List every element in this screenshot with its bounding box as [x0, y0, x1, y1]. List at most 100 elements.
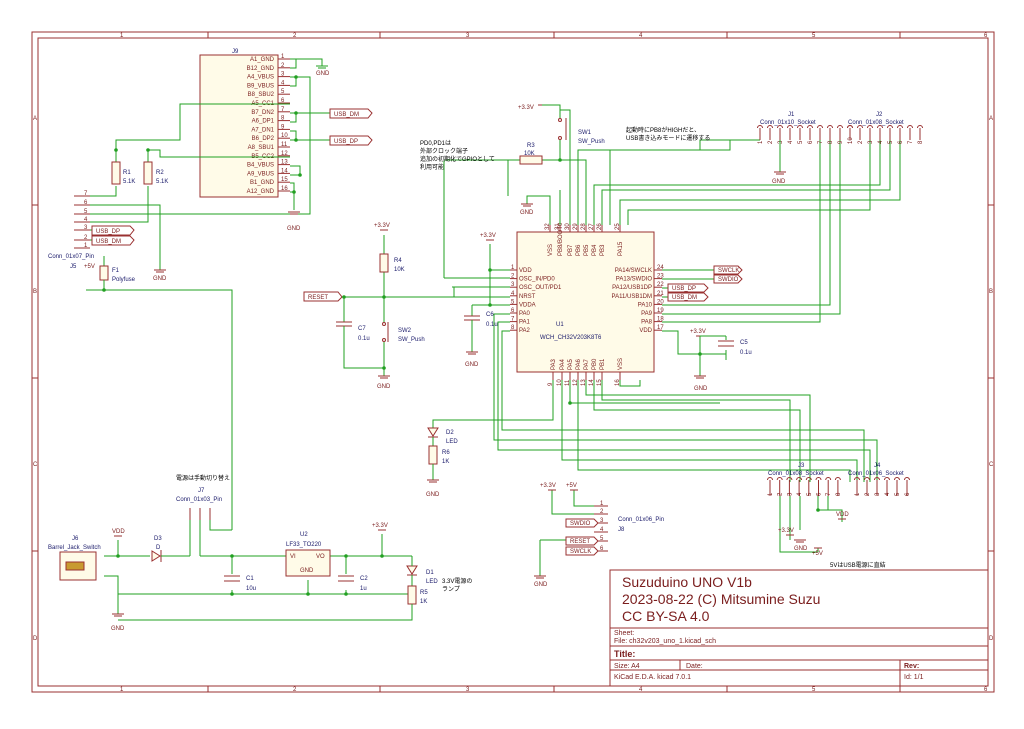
u1-body	[516, 231, 655, 373]
u1-left-pin-name: PA2	[519, 328, 531, 334]
j3-socket-mark	[815, 477, 822, 481]
svg-text:USB_DM: USB_DM	[672, 295, 697, 301]
j9-pin-name: B4_VBUS	[247, 163, 274, 169]
svg-text:C1: C1	[246, 576, 254, 582]
j5-pin-number: 4	[84, 217, 88, 223]
row-label: D	[989, 636, 994, 642]
svg-text:Conn_01x07_Pin: Conn_01x07_Pin	[48, 254, 94, 260]
svg-text:GND: GND	[534, 582, 548, 588]
j9-pin-number: 14	[281, 168, 288, 174]
u1-bottom-pin-name: VSS	[618, 358, 624, 370]
inner-frame	[37, 37, 989, 687]
note-boot: 起動時にPB8がHIGHだと、 USB書き込みモードに遷移する	[626, 126, 710, 142]
svg-text:SW_Push: SW_Push	[398, 337, 425, 343]
u1-right-pin-number: 24	[657, 265, 664, 271]
resistor-r1: R1 5.1K	[111, 161, 135, 185]
svg-text:LED: LED	[446, 439, 458, 445]
svg-text:VO: VO	[316, 554, 325, 560]
svg-text:LED: LED	[426, 579, 438, 585]
j1-pin-number: 3	[778, 140, 784, 144]
gnd-u1-right: GND	[694, 375, 708, 392]
j1-socket-mark	[837, 125, 843, 129]
main-power-rail	[200, 534, 412, 596]
date-label: Date:	[686, 663, 703, 670]
svg-text:VI: VI	[290, 554, 296, 560]
size-label: Size: A4	[614, 663, 640, 670]
u1-right-pin-number: 19	[657, 308, 664, 314]
j9-pin-number: 12	[281, 151, 288, 157]
svg-text:VDD: VDD	[112, 529, 125, 535]
j2-pin-number: 8	[918, 140, 924, 144]
power-3v3-c5: +3.3V	[690, 329, 726, 337]
gnd-u1-vss: GND	[520, 203, 534, 216]
svg-text:0.1u: 0.1u	[486, 322, 498, 328]
u1-bottom-pin-number: 10	[557, 379, 563, 386]
j2-pin-number: 3	[868, 140, 874, 144]
j2-pin-number: 4	[878, 140, 884, 144]
u1-bottom-pin-name: PB1	[600, 358, 606, 370]
svg-text:SWDIO: SWDIO	[570, 521, 591, 527]
j1-socket-mark	[807, 125, 813, 129]
j9-pin-number: 1	[281, 54, 285, 60]
mcu-u1: VDD1OSC_IN/PD02OSC_OUT/PD13NRST4VDDA5PA0…	[510, 222, 664, 386]
u1-left-pin-name: VDD	[519, 268, 532, 274]
u1-top-pin-number: 29	[573, 223, 579, 230]
j9-ref: J9	[232, 49, 239, 55]
j3-socket-mark	[767, 477, 773, 481]
u1-left-pin-name: PA1	[519, 320, 531, 326]
capacitor-c6: C6 0.1u GND	[464, 312, 498, 368]
j3-pin-number: 6	[817, 492, 823, 496]
svg-text:SWCLK: SWCLK	[718, 268, 739, 274]
j2-pin-number: 7	[908, 140, 914, 144]
svg-text:GND: GND	[426, 492, 440, 498]
label-swclk-u1: SWCLK	[713, 265, 743, 275]
label-reset: RESET	[303, 291, 343, 302]
j9-pin-name: A1_GND	[250, 57, 275, 63]
svg-text:外部クロック端子: 外部クロック端子	[420, 147, 468, 155]
power-3v3-u1: +3.3V	[480, 233, 496, 241]
power-5v-j3: +5V	[812, 547, 823, 557]
j2-socket-mark	[907, 125, 913, 129]
svg-text:GND: GND	[794, 546, 808, 552]
svg-text:D1: D1	[426, 570, 434, 576]
capacitor-c5: C5 0.1u	[718, 340, 752, 356]
svg-text:0.1u: 0.1u	[740, 350, 752, 356]
u1-bottom-pin-name: PA7	[584, 358, 590, 370]
u1-left-pin-number: 3	[511, 282, 515, 288]
u1-top-pin-number: 27	[589, 223, 595, 230]
svg-text:D3: D3	[154, 536, 162, 542]
svg-text:10K: 10K	[524, 151, 535, 157]
u1-left-pin-number: 2	[511, 274, 515, 280]
svg-text:J4: J4	[874, 463, 881, 469]
j3-pin-number: 3	[787, 492, 793, 496]
svg-text:J5: J5	[70, 264, 77, 270]
resistor-r3: R3 10K	[519, 143, 543, 165]
j4-pin-number: 3	[875, 492, 881, 496]
row-label: B	[989, 289, 993, 295]
switch-sw2: SW2 SW_Push	[382, 322, 425, 343]
j2-socket-mark	[877, 125, 883, 129]
svg-text:10u: 10u	[246, 586, 256, 592]
row-label: B	[33, 289, 37, 295]
j8-pin-number: 1	[600, 501, 604, 507]
row-label: D	[33, 636, 38, 642]
outer-frame	[31, 31, 995, 693]
u1-bottom-pin-name: PA5	[568, 358, 574, 370]
j1-pin-number: 9	[838, 140, 844, 144]
svg-text:+3.3V: +3.3V	[480, 233, 496, 239]
j9-pin-name: B6_DP2	[252, 136, 275, 142]
note-pd0-pd1: PD0,PD1は 外部クロック端子 追加の初期化でGPIOとして 利用可能	[420, 140, 495, 171]
svg-text:Conn_01x06_Socket: Conn_01x06_Socket	[848, 471, 904, 477]
note-led: 3.3V電源の ランプ	[442, 577, 472, 593]
j9-pin-name: A8_SBU1	[248, 145, 275, 151]
svg-text:J7: J7	[198, 488, 205, 494]
power-3v3-j8: +3.3V	[540, 483, 556, 491]
svg-text:D2: D2	[446, 430, 454, 436]
svg-text:Conn_01x06_Pin: Conn_01x06_Pin	[618, 517, 664, 523]
u1-left-pin-number: 8	[511, 325, 515, 331]
u1-bottom-pin-number: 14	[589, 379, 595, 386]
resistor-r4: R4 10K	[379, 253, 405, 273]
u1-bottom-pin-number: 16	[615, 379, 621, 386]
